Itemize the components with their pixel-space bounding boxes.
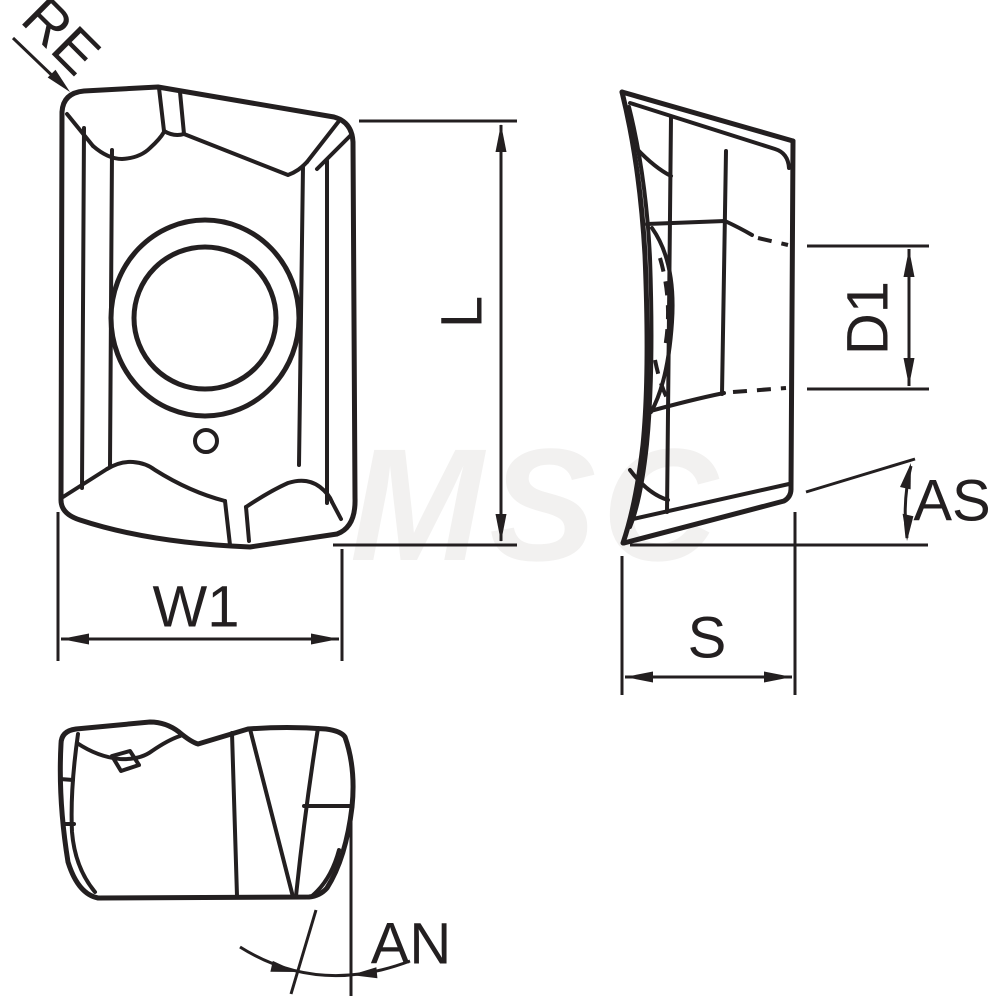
watermark: MSC xyxy=(350,415,724,594)
dim-label-d1: D1 xyxy=(836,281,901,355)
re-arrowhead xyxy=(47,69,70,92)
dim-label-l: L xyxy=(430,296,495,328)
bottom-view-drawing xyxy=(57,719,356,901)
front-view-drawing xyxy=(58,84,358,550)
dimension-re: RE xyxy=(10,0,113,92)
dimension-s: S xyxy=(620,512,797,695)
center-hole-inner xyxy=(131,244,279,392)
dim-label-as: AS xyxy=(913,469,990,534)
dimension-l: L xyxy=(333,119,517,547)
watermark-text: MSC xyxy=(350,415,724,594)
side-view-drawing xyxy=(619,89,796,546)
dim-label-w1: W1 xyxy=(153,575,240,640)
dim-label-re: RE xyxy=(10,0,113,87)
center-hole-outer xyxy=(108,217,302,419)
dimension-w1: W1 xyxy=(56,512,344,661)
small-hole xyxy=(193,428,219,454)
dimension-d1: D1 xyxy=(807,244,929,391)
dimension-as: AS xyxy=(630,457,991,547)
dim-label-s: S xyxy=(688,606,727,671)
dim-label-an: AN xyxy=(371,912,452,977)
dimension-an: AN xyxy=(239,808,452,996)
front-outer-outline xyxy=(58,84,358,550)
